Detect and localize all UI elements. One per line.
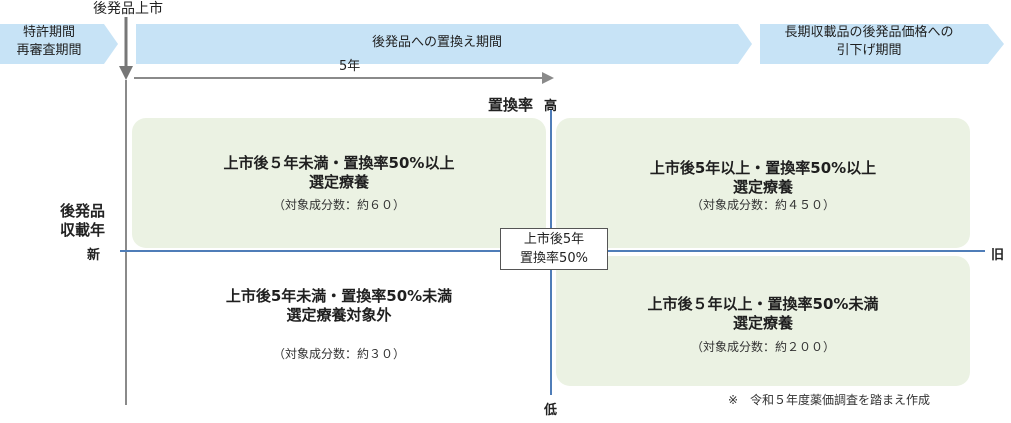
- top-left-title-line1: 上市後５年未満・置換率50%以上: [223, 154, 455, 172]
- footnote: ※ 令和５年度薬価調査を踏まえ作成: [728, 393, 931, 407]
- axis-old-label: 旧: [991, 248, 1005, 263]
- replacement-rate-title: 置換率: [488, 96, 534, 114]
- launch-arrow-head: [119, 66, 133, 80]
- listing-year-title-line1: 後発品: [60, 202, 106, 220]
- center-threshold-line2: 置換率50%: [520, 251, 588, 266]
- axis-low-label: 低: [544, 403, 558, 418]
- top-right-count: （対象成分数：約４５０）: [690, 198, 835, 212]
- bottom-right-count: （対象成分数：約２００）: [690, 340, 835, 354]
- bottom-right-title-line1: 上市後５年以上・置換率50%未満: [647, 295, 879, 313]
- top-right-title-line2: 選定療養: [732, 178, 793, 196]
- bottom-left-title-line2: 選定療養対象外: [286, 306, 392, 324]
- top-left-count: （対象成分数：約６０）: [272, 198, 405, 212]
- bottom-left-count: （対象成分数：約３０）: [272, 347, 405, 361]
- axis-high-label: 高: [544, 99, 558, 114]
- listing-year-title-line2: 収載年: [60, 221, 106, 239]
- axis-new-label: 新: [87, 248, 101, 263]
- patent-period-label-line2: 再審査期間: [16, 43, 82, 58]
- replacement-period-label: 後発品への置換え期間: [371, 35, 502, 50]
- five-year-arrow-head: [542, 72, 554, 84]
- patent-period-label-line1: 特許期間: [22, 25, 75, 40]
- top-left-title-line2: 選定療養: [308, 173, 369, 191]
- center-threshold-line1: 上市後5年: [523, 232, 585, 247]
- quadrant-top-left: [132, 118, 546, 248]
- patent-period-banner: [0, 24, 118, 64]
- replacement-period-banner: [136, 24, 752, 64]
- quadrant-top-right: [556, 118, 970, 248]
- five-years-label: 5年: [339, 59, 361, 74]
- launch-label: 後発品上市: [93, 1, 163, 17]
- long-term-period-banner: [760, 24, 1004, 64]
- top-right-title-line1: 上市後5年以上・置換率50%以上: [649, 159, 877, 177]
- bottom-left-title-line1: 上市後5年未満・置換率50%未満: [225, 287, 453, 305]
- bottom-right-title-line2: 選定療養: [732, 314, 793, 332]
- long-term-period-label-line2: 引下げ期間: [836, 43, 902, 58]
- long-term-period-label-line1: 長期収載品の後発品価格への: [784, 25, 954, 40]
- center-threshold-box: 上市後5年 置換率50%: [500, 228, 608, 270]
- quadrant-bottom-right: [556, 256, 970, 386]
